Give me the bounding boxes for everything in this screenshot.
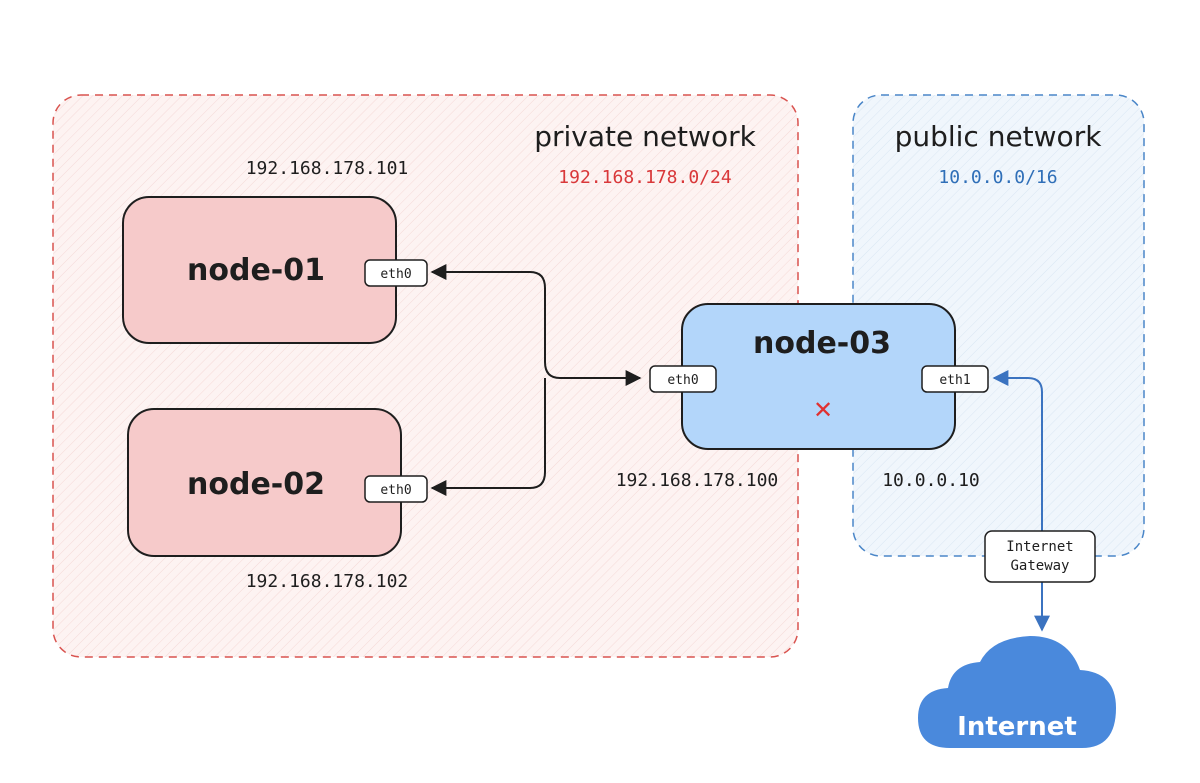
node-02-ip: 192.168.178.102 (246, 571, 409, 592)
internet-gateway-line1: Internet (1006, 539, 1073, 555)
public-network-title: public network (895, 120, 1103, 153)
node-03-label: node-03 (753, 326, 891, 361)
node-01-ip: 192.168.178.101 (246, 158, 409, 179)
private-network-title: private network (534, 120, 756, 153)
internet-cloud-label: Internet (957, 712, 1077, 742)
private-network-cidr: 192.168.178.0/24 (558, 167, 731, 188)
link-node02-node03 (430, 378, 546, 496)
node-01-label: node-01 (187, 253, 325, 288)
internet-cloud-icon: Internet (918, 636, 1116, 748)
node-03[interactable]: node-03 eth0 eth1 (649, 303, 989, 450)
node-03-eth1-ip: 10.0.0.10 (882, 470, 980, 491)
node-02-eth0-label: eth0 (380, 483, 411, 498)
node-03-eth1-port (921, 365, 989, 393)
node-01[interactable]: node-01 eth0 (122, 196, 428, 344)
blocked-marker-bg (810, 396, 836, 420)
node-03-eth0-ip: 192.168.178.100 (616, 470, 779, 491)
node-03-eth1-label: eth1 (939, 373, 970, 388)
blocked-x-icon: ✕ (813, 396, 833, 424)
public-network-cidr: 10.0.0.0/16 (938, 167, 1057, 188)
node-02-eth0-port (364, 475, 428, 503)
node-03-eth0-port (649, 365, 717, 393)
node-02-label: node-02 (187, 467, 325, 502)
node-03-eth0-label: eth0 (667, 373, 698, 388)
node-01-eth0-label: eth0 (380, 267, 411, 282)
node-01-eth0-port (364, 259, 428, 287)
node-02[interactable]: node-02 eth0 (127, 408, 428, 557)
public-uplink (992, 370, 1050, 632)
internet-gateway[interactable]: Internet Gateway (984, 530, 1096, 583)
link-node01-node03 (430, 264, 642, 386)
internet-gateway-line2: Gateway (1010, 558, 1069, 574)
link-eth1-gateway (992, 370, 1043, 532)
